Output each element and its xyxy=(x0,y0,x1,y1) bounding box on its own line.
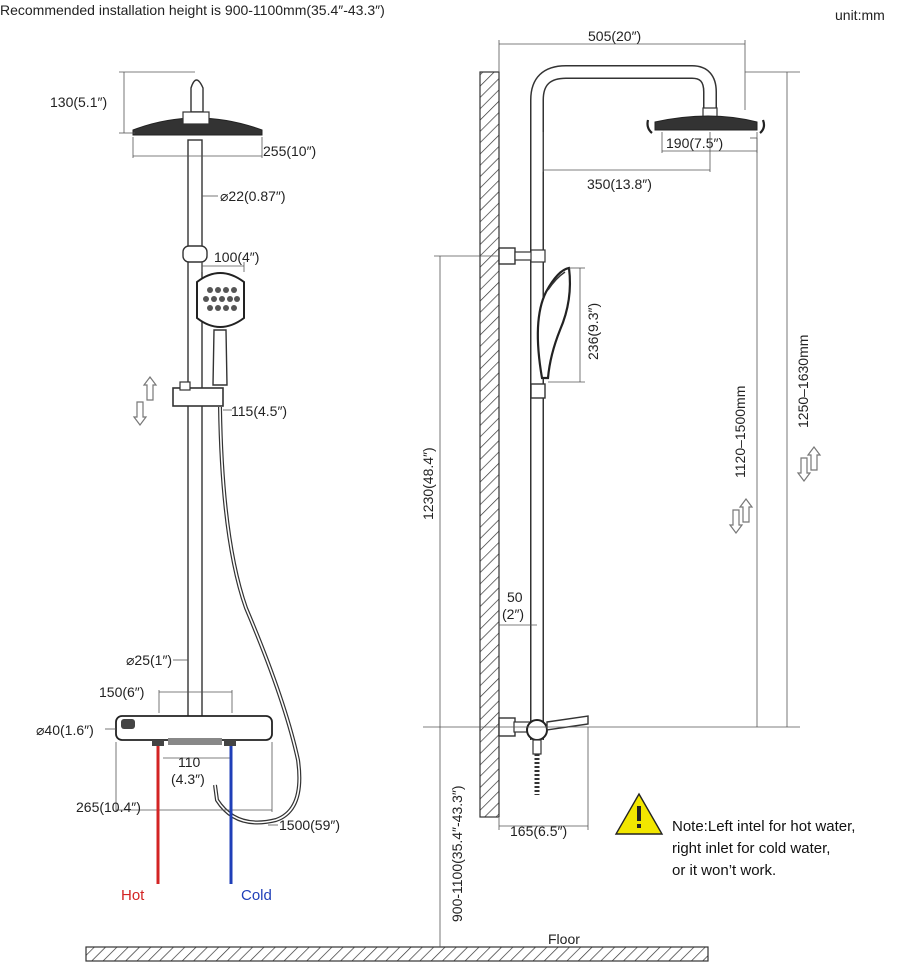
front-view: 130(5.1″) 255(10″) ⌀22(0.87″) 100(4″) 11… xyxy=(36,71,340,904)
warning-note: Note:Left intel for hot water, right inl… xyxy=(614,792,855,879)
inlet-spacing-value: 110 xyxy=(178,754,201,770)
hose xyxy=(213,406,302,825)
head-diameter-label: 255(10″) xyxy=(263,143,316,159)
floor: Floor xyxy=(85,931,709,962)
cold-label: Cold xyxy=(241,887,272,904)
riser-pipe xyxy=(187,139,203,721)
lower-pipe-diameter-label: ⌀25(1″) xyxy=(126,652,172,668)
valve-depth-label: 165(6.5″) xyxy=(510,823,567,839)
arm-projection-label: 350(13.8″) xyxy=(587,176,652,192)
side-view: 505(20″) 190(7.5″) 350(13.8″) 236(9. xyxy=(420,28,822,947)
head-ball-joint xyxy=(182,111,210,125)
hose-length-label: 1500(59″) xyxy=(279,817,340,833)
valve-outlet xyxy=(168,738,222,745)
wall xyxy=(479,71,500,818)
valve-total-width-label: 265(10.4″) xyxy=(76,799,141,815)
adjust-arrows-icon xyxy=(728,498,754,534)
tilt-arrow-right-icon xyxy=(759,119,766,134)
overhead-head xyxy=(132,117,263,136)
side-overhead-head xyxy=(654,115,758,131)
arm-length-label: 505(20″) xyxy=(588,28,641,44)
bracket-height-label: 1230(48.4″) xyxy=(420,447,436,520)
side-valve xyxy=(526,719,548,741)
inlet-spacing-inch: (4.3″) xyxy=(171,771,205,787)
unit-label: unit:mm xyxy=(835,7,885,23)
side-riser-arm xyxy=(530,65,717,740)
recommendation-text: Recommended installation height is 900-1… xyxy=(0,2,385,18)
handshower-handle xyxy=(212,329,228,386)
total-height-label: 1250–1630mm xyxy=(795,335,811,428)
head-height-label: 130(5.1″) xyxy=(50,94,107,110)
install-height-label: 900-1100(35.4″-43.3″) xyxy=(449,785,465,922)
hot-label: Hot xyxy=(121,887,145,904)
tilt-arrow-left-icon xyxy=(646,119,653,134)
note-line-3: or it won’t work. xyxy=(672,862,776,879)
note-line-2: right inlet for cold water, xyxy=(672,840,830,857)
upper-wall-bracket xyxy=(498,247,516,265)
thermostatic-valve xyxy=(115,715,273,741)
head-spray-diameter-label: 190(7.5″) xyxy=(666,135,723,151)
wall-clearance-value: 50 xyxy=(507,589,523,605)
top-connector xyxy=(190,79,204,113)
pipe-diameter-label: ⌀22(0.87″) xyxy=(220,188,286,204)
note-line-1: Note:Left intel for hot water, xyxy=(672,818,855,835)
upper-holder xyxy=(182,245,208,263)
valve-knob-left xyxy=(121,719,135,729)
total-adjust-arrows-icon xyxy=(796,446,822,482)
adjustable-height-label: 1120–1500mm xyxy=(732,386,748,478)
slider-offset-label: 115(4.5″) xyxy=(231,403,287,419)
handshower-length-label: 236(9.3″) xyxy=(585,303,601,360)
floor-label: Floor xyxy=(548,931,580,947)
valve-center-width-label: 150(6″) xyxy=(99,684,144,700)
wall-clearance-inch: (2″) xyxy=(502,606,524,622)
slider-bracket xyxy=(172,387,224,407)
handshower-width-label: 100(4″) xyxy=(214,249,259,265)
handshower-nozzles xyxy=(203,287,240,311)
slide-arrows-icon xyxy=(132,376,158,426)
valve-diameter-label: ⌀40(1.6″) xyxy=(36,722,94,738)
side-valve-lever xyxy=(546,715,589,731)
side-slider xyxy=(530,383,546,399)
